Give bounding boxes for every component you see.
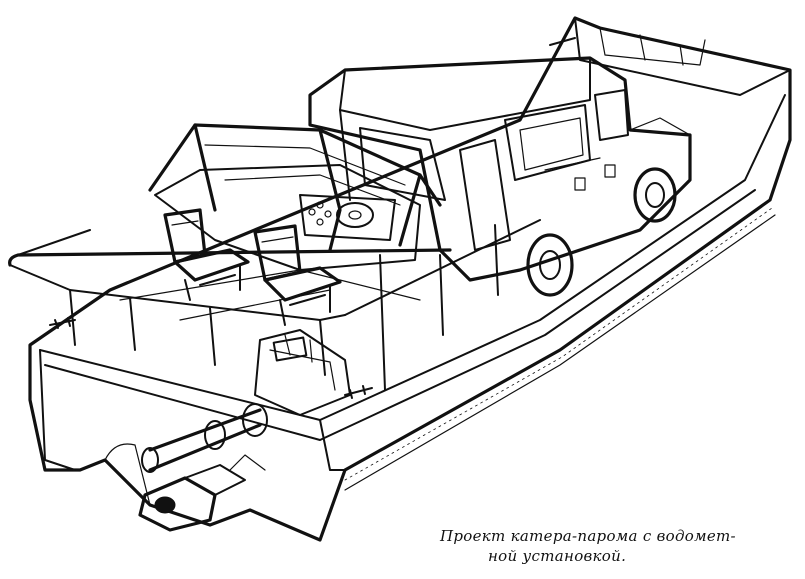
seat-left bbox=[163, 208, 250, 301]
cockpit-console bbox=[119, 164, 421, 321]
waterjet-unit bbox=[138, 329, 351, 532]
deck-railing bbox=[8, 219, 541, 391]
seat-right bbox=[253, 224, 342, 326]
caption-line-1: Проект катера-парома с водомет- bbox=[440, 527, 736, 545]
windshield-frame bbox=[148, 123, 442, 252]
vehicle-on-deck bbox=[308, 56, 692, 297]
figure-caption: Проект катера-парома с водомет- ной уста… bbox=[440, 526, 780, 566]
boat-hull bbox=[28, 16, 792, 542]
caption-line-2: ной установкой. bbox=[488, 547, 627, 565]
